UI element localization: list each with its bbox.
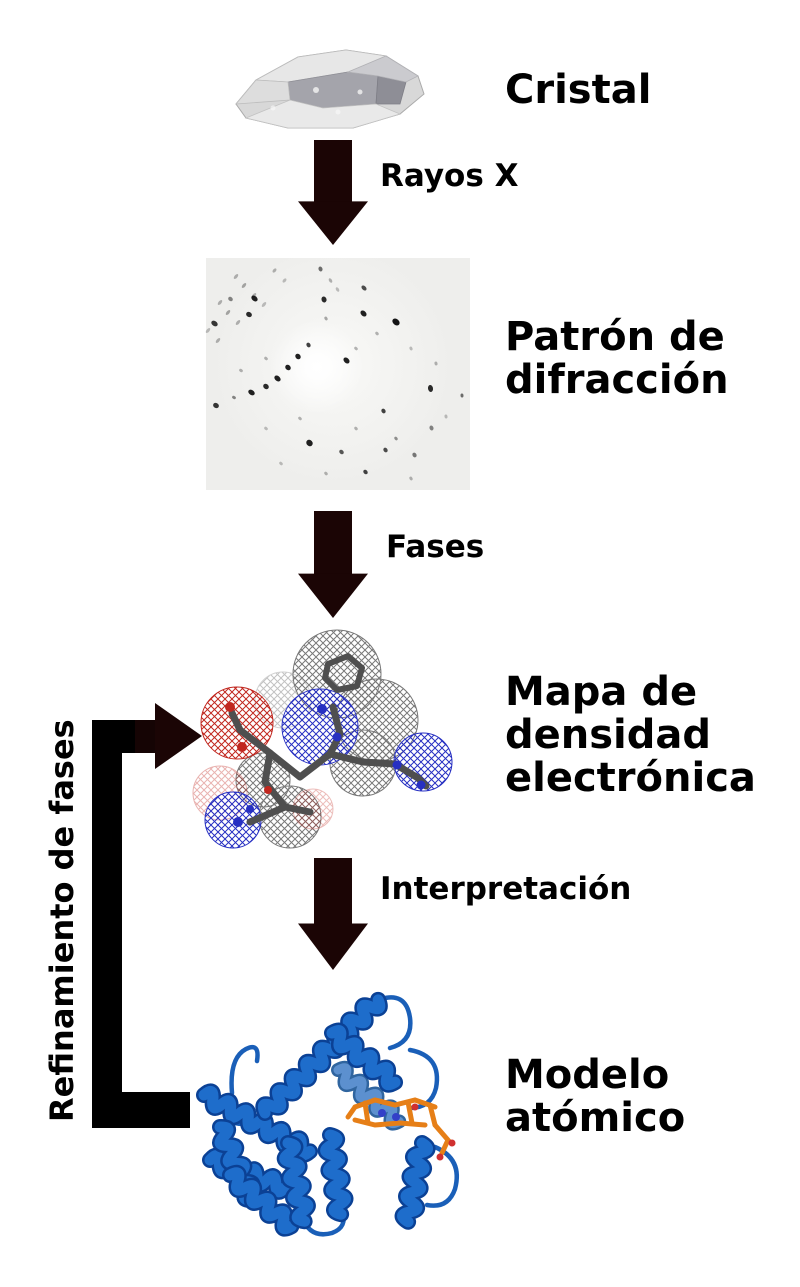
diffraction-spot (224, 308, 232, 316)
diffraction-spot (272, 373, 282, 383)
diffraction-spot (240, 281, 248, 289)
diffraction-spot (353, 345, 359, 351)
diffraction-spot (238, 367, 244, 373)
diffraction-spot (360, 284, 368, 292)
crystal-shape (235, 49, 425, 129)
diffraction-spot (305, 341, 311, 349)
density-map-label-line3: electrónica (505, 755, 756, 801)
diffraction-spot (408, 475, 414, 481)
diffraction-spot (358, 308, 368, 318)
diffraction-spot (334, 286, 340, 292)
refinement-arrowhead (155, 703, 202, 769)
diffraction-spot (204, 326, 212, 334)
crystal-label: Cristal (505, 69, 651, 112)
density-map-label-line1: Mapa de (505, 669, 698, 715)
diffraction-spot (297, 415, 303, 421)
diffraction-spot (304, 438, 314, 448)
electron-density-map-image (192, 629, 453, 849)
diffraction-spot (212, 401, 220, 409)
diffraction-spot (341, 355, 351, 365)
diffraction-spot (320, 295, 328, 303)
atomic-model-image (190, 975, 459, 1280)
diffraction-spot (214, 336, 222, 344)
interpretation-arrow-label: Interpretación (380, 872, 631, 906)
diffraction-spot (353, 425, 359, 431)
density-map-label-line2: densidad (505, 712, 712, 758)
crystal-image (235, 49, 425, 129)
diffraction-spot (260, 300, 268, 308)
diffraction-spot (281, 277, 287, 283)
heme-group (345, 1097, 451, 1156)
diffraction-spot (434, 360, 438, 366)
diffraction-spot (278, 460, 284, 466)
diffraction-spot (428, 424, 434, 432)
crystal-label-text: Cristal (505, 67, 652, 113)
diffraction-spot (317, 265, 323, 273)
diffraction-spot (262, 382, 270, 390)
heme-atoms (378, 1103, 456, 1161)
diffraction-spot (323, 470, 329, 476)
ribbon-front-helix (402, 1142, 429, 1223)
phases-arrow-label: Fases (386, 530, 484, 564)
density-map-label: Mapa de densidad electrónica (505, 671, 756, 800)
diffraction-spot (460, 392, 464, 398)
phases-down-arrow (298, 511, 368, 618)
diffraction-spot (231, 394, 237, 400)
diffraction-spot (361, 468, 369, 476)
diffraction-spot (337, 448, 345, 456)
diffraction-spot (245, 310, 253, 318)
diffraction-spot (327, 277, 333, 283)
diffraction-spot (209, 318, 219, 328)
diffraction-spot (226, 295, 234, 303)
molecule-atoms (225, 702, 426, 827)
diffraction-spot (263, 355, 269, 361)
diffraction-spot (391, 317, 401, 327)
diffraction-spot (411, 451, 417, 459)
refinement-loop-arrow (92, 703, 202, 1128)
xray-down-arrow (298, 140, 368, 245)
atomic-model-label-line2: atómico (505, 1095, 686, 1141)
diffraction-spot (374, 330, 380, 336)
diffraction-spot (444, 413, 448, 419)
ribbon-helices (201, 995, 404, 1231)
atomic-model-label: Modelo atómico (505, 1054, 685, 1140)
xray-arrow-label-text: Rayos X (380, 158, 519, 194)
xray-arrow-label: Rayos X (380, 159, 519, 193)
diffraction-spot (271, 267, 277, 273)
diffraction-spot (381, 446, 389, 454)
diffraction-spot (323, 315, 329, 321)
diffraction-spot (393, 435, 399, 441)
diffraction-spot (426, 384, 434, 392)
diffraction-label-line2: difracción (505, 357, 729, 403)
diffraction-spot (216, 298, 224, 306)
diffraction-spots-layer (204, 258, 470, 490)
diffraction-spot (294, 352, 302, 360)
interpretation-arrow-label-text: Interpretación (380, 871, 632, 907)
diffraction-spot (263, 425, 269, 431)
diffraction-spot (234, 318, 242, 326)
diffraction-spot (284, 363, 292, 371)
diffraction-spot (380, 407, 386, 415)
refinement-label: Refinamiento de fases (40, 713, 84, 1129)
diffraction-spot (408, 345, 414, 351)
atomic-model-label-line1: Modelo (505, 1052, 670, 1098)
diffraction-label: Patrón de difracción (505, 316, 729, 402)
phases-arrow-label-text: Fases (386, 529, 485, 565)
refinement-label-text: Refinamiento de fases (43, 719, 81, 1123)
diffraction-label-line1: Patrón de (505, 314, 725, 360)
diffraction-spot (232, 272, 240, 280)
interpretation-down-arrow (298, 858, 368, 970)
mesh-blue-group (204, 688, 453, 849)
diffraction-pattern-image (204, 258, 470, 490)
diffraction-spot (246, 387, 256, 397)
